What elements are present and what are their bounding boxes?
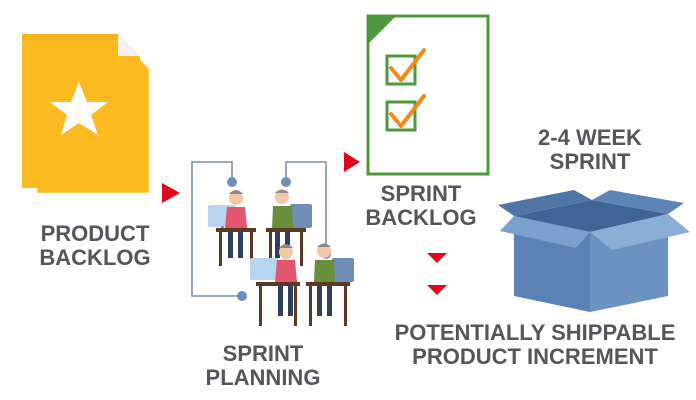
increment-label: POTENTIALLY SHIPPABLE PRODUCT INCREMENT [380, 321, 690, 369]
product-backlog-label: PRODUCT BACKLOG [20, 222, 170, 270]
arrow-right-icon [344, 152, 360, 172]
worker-figure [306, 243, 354, 326]
sprint-planning-label: SPRINT PLANNING [188, 342, 338, 390]
checkmark-icon [389, 94, 426, 128]
product-backlog-label-line: BACKLOG [39, 245, 151, 270]
sprint-planning-label-line: PLANNING [205, 365, 321, 390]
sprint-planning-illustration [191, 161, 354, 326]
checkmark-icon [389, 48, 426, 82]
box-icon [498, 190, 690, 312]
sprint-backlog-checklist-icon [366, 14, 490, 176]
worker-figure [208, 190, 256, 266]
sprint-planning-label-line: SPRINT [222, 341, 304, 366]
sprint-backlog-label-line: BACKLOG [365, 205, 477, 230]
star-icon [50, 82, 108, 135]
sprint-length-label: 2-4 WEEK SPRINT [500, 126, 680, 174]
worker-figure [250, 244, 300, 326]
arrow-down-icon [427, 253, 447, 263]
checkbox [385, 100, 417, 132]
arrow-down-icon [427, 285, 447, 295]
checkbox [385, 54, 417, 86]
product-backlog-icon [22, 34, 152, 196]
increment-label-line: PRODUCT INCREMENT [412, 344, 658, 369]
product-backlog-label-line: PRODUCT [40, 221, 150, 246]
increment-label-line: POTENTIALLY SHIPPABLE [394, 320, 676, 345]
sprint-backlog-label: SPRINT BACKLOG [356, 182, 486, 230]
arrow-right-icon [162, 183, 180, 203]
sprint-length-label-line: SPRINT [549, 149, 631, 174]
sprint-backlog-label-line: SPRINT [380, 181, 462, 206]
worker-figure [266, 189, 312, 266]
sprint-length-label-line: 2-4 WEEK [538, 125, 642, 150]
